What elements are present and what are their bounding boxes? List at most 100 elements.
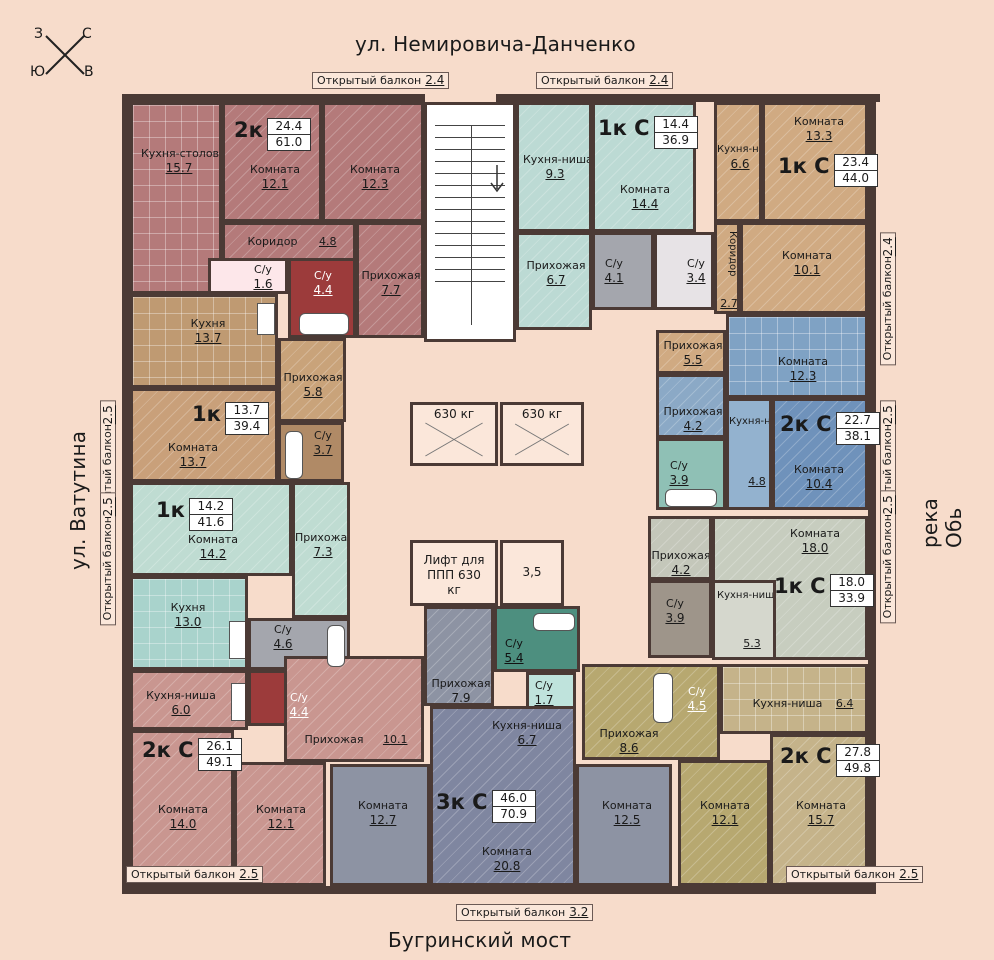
room-area: 5.4: [504, 651, 524, 665]
stove-icon: [231, 683, 245, 721]
apartment-living-area: 26.1: [197, 738, 242, 755]
room-area: 15.7: [165, 161, 193, 175]
outer-wall: [122, 94, 130, 894]
room-name: Кухня-ниша: [729, 416, 771, 427]
room-kitchen-niche: Кухня-ниша 6.4: [720, 664, 868, 734]
room-area: 12.1: [711, 813, 739, 827]
apartment-code: 1к С: [778, 154, 830, 178]
room-area: 4.4: [313, 283, 333, 297]
compass-label-n: С: [82, 26, 92, 42]
balcony-right-3: Открытый балкон2.5: [880, 490, 896, 624]
room-area: 3.9: [669, 473, 689, 487]
apartment-living-area: 27.8: [835, 744, 880, 761]
room-area: 1.6: [253, 277, 273, 291]
room-area: 14.4: [631, 197, 659, 211]
room-name: Комната: [188, 533, 238, 546]
apartment-total-area: 38.1: [835, 429, 880, 445]
street-top: ул. Немировича-Данченко: [355, 32, 636, 56]
compass-cross-icon: [45, 35, 85, 75]
room-area: 4.2: [671, 563, 691, 577]
room-area: 6.4: [835, 697, 854, 710]
room-name: Комната: [250, 163, 300, 176]
room-name: Прихожая: [663, 405, 723, 418]
room-area: 4.2: [683, 419, 703, 433]
apartment-code: 1к: [156, 498, 185, 522]
compass: З С Ю В: [30, 26, 100, 82]
apartment-total-area: 44.0: [833, 171, 878, 187]
street-left: ул. Ватутина: [66, 430, 90, 570]
room-name: Комната: [620, 183, 670, 196]
room-name: Комната: [700, 799, 750, 812]
room-kitchen-dining: Кухня-столовая15.7: [130, 102, 222, 294]
room-area: 9.3: [545, 167, 565, 181]
room-name: Комната: [782, 249, 832, 262]
shaft-small: 3,5: [500, 540, 564, 606]
outer-wall: [496, 94, 880, 102]
elevator-fire: Лифт для ППП 630 кг: [410, 540, 498, 606]
room-name: Кухня-ниша: [523, 153, 592, 166]
room-name: Прихожая: [651, 549, 711, 562]
elevator-b: 630 кг: [500, 402, 584, 466]
room-name: Прихожая: [295, 531, 350, 544]
room-name: С/у: [688, 685, 706, 698]
apartment-living-area: 14.2: [188, 498, 233, 515]
room-area: 4.1: [604, 271, 624, 285]
apartment-code: 1к: [192, 402, 221, 426]
room-name: Комната: [158, 803, 208, 816]
room-name: Кухня-ниша: [717, 144, 759, 155]
room-name: Кухня-ниша: [492, 719, 562, 732]
apartment-code: 1к С: [774, 574, 826, 598]
apartment-living-area: 24.4: [266, 118, 311, 135]
room-area: 6.7: [546, 273, 566, 287]
room-area: 3.9: [665, 611, 685, 625]
room-hallway: Прихожая 10.1: [284, 656, 424, 762]
apartment-living-area: 13.7: [224, 402, 269, 419]
room-area: 13.7: [194, 331, 222, 345]
apartment-code: 2к С: [780, 744, 832, 768]
room-name: Комната: [778, 355, 828, 368]
room-area: 6.0: [171, 703, 191, 717]
room-name: Комната: [168, 441, 218, 454]
room-name: Кухня-ниша: [717, 590, 776, 601]
room-area: 8.6: [619, 741, 639, 755]
room-name: Кухня-ниша: [146, 689, 216, 702]
room-area: 7.9: [451, 691, 471, 705]
room-area: 12.3: [361, 177, 389, 191]
room-area: 12.7: [369, 813, 397, 827]
room-name: С/у: [535, 679, 553, 692]
apartment-total-area: 61.0: [266, 135, 311, 151]
room-area: 7.3: [313, 545, 333, 559]
room-name: Прихожая: [431, 677, 491, 690]
room-name: Кухня-ниша: [752, 697, 823, 710]
room-name: Комната: [602, 799, 652, 812]
outer-wall: [122, 886, 876, 894]
room-area: 3.7: [313, 443, 333, 457]
room-name: Комната: [358, 799, 408, 812]
apartment-living-area: 46.0: [491, 790, 536, 807]
bathtub-icon: [665, 489, 717, 507]
apartment-code: 3к С: [436, 790, 488, 814]
